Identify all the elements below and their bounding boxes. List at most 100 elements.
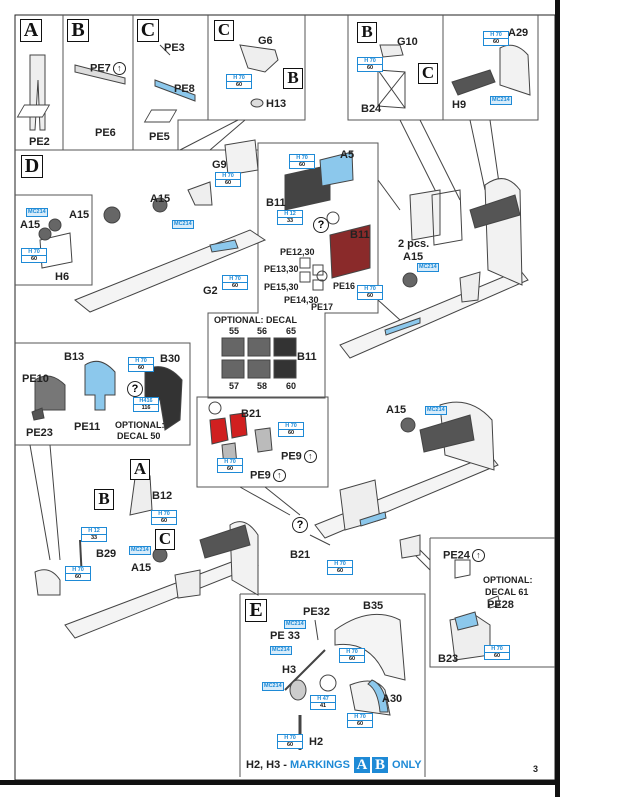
- step-letter-a: A: [20, 19, 42, 42]
- markings-prefix: H2, H3 -: [246, 758, 291, 771]
- part-label-b12: B12: [152, 490, 173, 502]
- part-label-h2: H2: [309, 736, 324, 748]
- part-label-pe33: PE 33: [270, 630, 300, 642]
- part-label-h3: H3: [282, 664, 297, 676]
- part-label-pe3: PE3: [164, 42, 185, 54]
- part-label-b11: B11: [350, 229, 370, 241]
- part-label-b11: B11: [266, 197, 286, 209]
- part-label-pe6: PE6: [95, 127, 116, 139]
- part-label-h13: H13: [266, 98, 287, 110]
- part-label-b30: B30: [160, 353, 181, 365]
- decal-number: 57: [229, 381, 240, 391]
- decal-number: 65: [286, 326, 297, 336]
- markings-only: ONLY: [392, 758, 422, 771]
- callout-letter-b: B: [357, 22, 377, 43]
- decal-label: DECAL 61: [485, 587, 529, 597]
- paint-code-mc214: MC214: [262, 682, 284, 691]
- decal-number: 56: [257, 326, 268, 336]
- paint-code-mc214: MC214: [270, 646, 292, 655]
- bend-arrow-icon: ↑: [112, 62, 126, 75]
- question-circle-icon: ?: [127, 381, 143, 397]
- paint-code-mc214: MC214: [172, 220, 194, 229]
- pe7-text: PE7: [90, 62, 111, 75]
- part-label-pe9: PE9↑: [250, 469, 286, 482]
- paint-code-mc214: MC214: [129, 546, 151, 555]
- part-label-g2: G2: [203, 285, 218, 297]
- part-label-a15: A15: [403, 251, 424, 263]
- callout-letter-c: C: [214, 20, 234, 41]
- callout-letter-c: C: [155, 529, 175, 550]
- part-label-pe24: PE24↑: [443, 549, 485, 562]
- part-label-h6: H6: [55, 271, 70, 283]
- quantity-label: 2 pcs.: [398, 238, 430, 250]
- callout-letter-c: C: [418, 63, 438, 84]
- part-label-b11: B11: [297, 351, 317, 363]
- part-label-b21: B21: [241, 408, 262, 420]
- part-label-a5: A5: [340, 149, 355, 161]
- part-label-a15: A15: [20, 219, 41, 231]
- page-number: 3: [533, 764, 539, 774]
- callout-letter-b: B: [94, 489, 114, 510]
- part-label-a15: A15: [69, 209, 90, 221]
- question-circle-icon: ?: [292, 517, 308, 533]
- part-label-pe9: PE9↑: [281, 450, 317, 463]
- question-circle-icon: ?: [313, 217, 329, 233]
- part-label-pe32: PE32: [303, 606, 330, 618]
- paint-code-mc214: MC214: [417, 263, 439, 272]
- part-label-b29: B29: [96, 548, 117, 560]
- step-letter-e: E: [245, 599, 267, 622]
- part-label-pe12: PE12,30: [280, 247, 315, 257]
- part-label-b13: B13: [64, 351, 85, 363]
- decal-number: 55: [229, 326, 240, 336]
- part-label-pe17: PE17: [311, 302, 334, 312]
- callout-letter-b: B: [283, 68, 303, 89]
- paint-code-mc214: MC214: [425, 406, 447, 415]
- part-label-pe16: PE16: [333, 281, 356, 291]
- optional-decal-heading: OPTIONAL: DECAL: [214, 315, 297, 325]
- part-label-pe7: PE7↑: [90, 62, 126, 75]
- frame-shadow-right: [555, 0, 560, 797]
- pe9-text: PE9: [250, 469, 271, 482]
- part-label-pe28: PE28: [487, 599, 514, 611]
- part-label-pe8: PE8: [174, 83, 195, 95]
- decal-number: 60: [286, 381, 297, 391]
- callout-letter-a: A: [130, 459, 150, 480]
- part-label-g10: G10: [397, 36, 418, 48]
- paint-code-mc214: MC214: [284, 620, 306, 629]
- decal-label: DECAL 50: [117, 431, 161, 441]
- part-label-pe14: PE14,30: [284, 295, 319, 305]
- part-label-pe2: PE2: [29, 136, 50, 148]
- part-label-a15: A15: [131, 562, 152, 574]
- part-label-g9: G9: [212, 159, 227, 171]
- part-label-g6: G6: [258, 35, 273, 47]
- optional-label: OPTIONAL:: [115, 420, 165, 430]
- pe9-text: PE9: [281, 450, 302, 463]
- bend-arrow-icon: ↑: [471, 549, 485, 562]
- marking-badge-a: A: [353, 757, 370, 773]
- part-label-b21: B21: [290, 549, 311, 561]
- part-label-pe5: PE5: [149, 131, 170, 143]
- part-label-pe23: PE23: [26, 427, 53, 439]
- part-label-a15: A15: [150, 193, 171, 205]
- part-label-pe13: PE13,30: [264, 264, 299, 274]
- step-letter-b: B: [67, 19, 89, 42]
- step-letter-d: D: [21, 155, 43, 178]
